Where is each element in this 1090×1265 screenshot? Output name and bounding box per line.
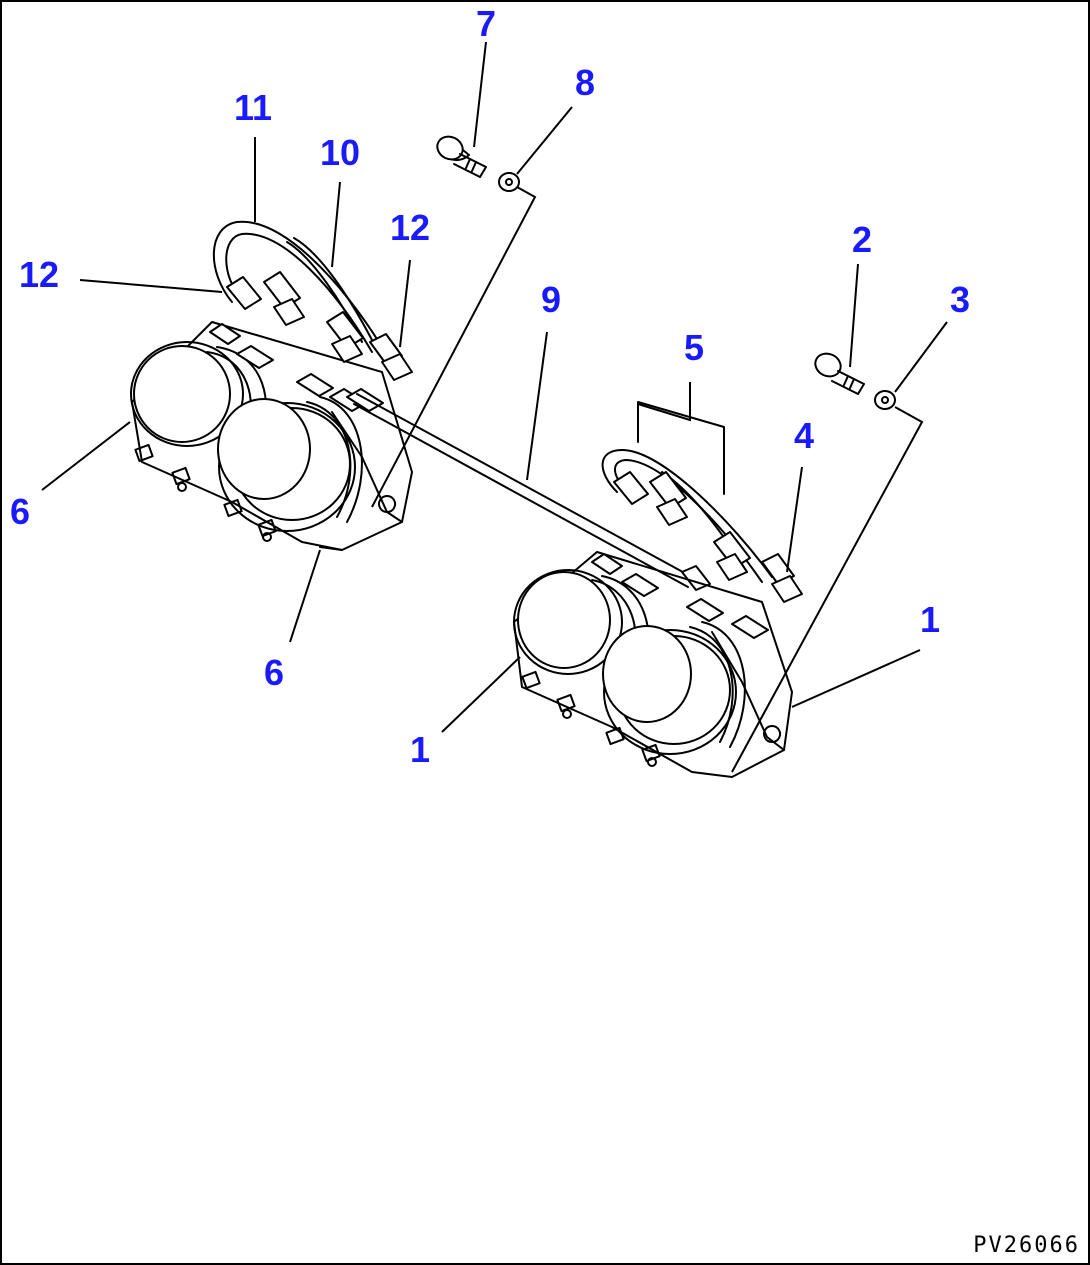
callout-2: 2 — [852, 219, 872, 260]
callout-10: 10 — [320, 132, 360, 173]
valve-assembly-right — [513, 551, 793, 778]
leader-lines — [41, 41, 948, 773]
callout-4: 4 — [794, 415, 814, 456]
callout-labels: 7 8 11 10 12 12 9 5 2 3 4 6 6 1 1 — [10, 3, 970, 770]
hoses-left — [212, 220, 413, 381]
bracket-part-5 — [637, 401, 725, 495]
callout-12-right: 12 — [390, 207, 430, 248]
washer-part-3 — [874, 390, 896, 410]
bolt-part-7 — [436, 135, 487, 178]
callout-12-left: 12 — [19, 254, 59, 295]
callout-7: 7 — [476, 3, 496, 44]
hoses-right — [601, 449, 803, 603]
drawing-code: PV26066 — [973, 1233, 1080, 1258]
callout-5: 5 — [684, 327, 704, 368]
callout-1-right: 1 — [920, 599, 940, 640]
callout-3: 3 — [950, 279, 970, 320]
callout-6-bottom: 6 — [264, 652, 284, 693]
callout-6-left: 6 — [10, 491, 30, 532]
bolt-part-2 — [814, 352, 865, 395]
valve-assembly-left — [130, 321, 413, 551]
callout-1-bottom: 1 — [410, 729, 430, 770]
callout-9: 9 — [541, 279, 561, 320]
callout-11: 11 — [234, 87, 272, 128]
callout-8: 8 — [575, 62, 595, 103]
washer-part-8 — [498, 172, 520, 192]
